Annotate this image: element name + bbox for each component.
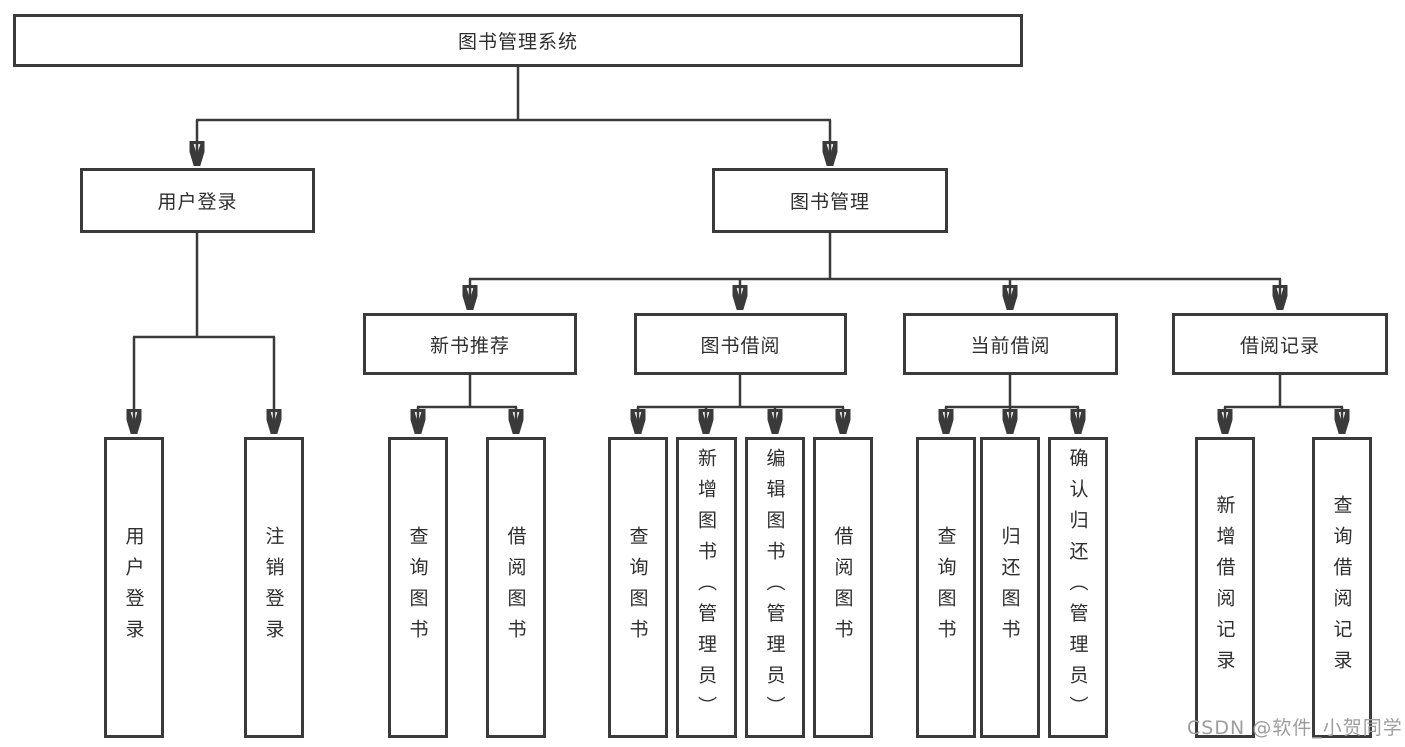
leaf-current-query-books: 查询图书 bbox=[916, 437, 976, 738]
leaf-borrow-add-books-admin: 新增图书（管理员） bbox=[676, 437, 737, 738]
node-book-management-branch: 图书管理 bbox=[712, 168, 948, 233]
leaf-borrow-edit-books-admin: 编辑图书（管理员） bbox=[745, 437, 805, 738]
node-user-login-branch: 用户登录 bbox=[80, 168, 315, 233]
node-new-book-recommendation: 新书推荐 bbox=[363, 313, 577, 375]
arrow-lines bbox=[134, 120, 1342, 434]
node-borrowing-records: 借阅记录 bbox=[1172, 313, 1388, 375]
node-current-borrowing: 当前借阅 bbox=[903, 313, 1118, 375]
leaf-records-query-borrow-record: 查询借阅记录 bbox=[1312, 437, 1372, 738]
node-library-management-system: 图书管理系统 bbox=[13, 14, 1023, 67]
leaf-user-login: 用户登录 bbox=[104, 437, 164, 738]
leaf-current-confirm-return-admin: 确认归还（管理员） bbox=[1048, 437, 1108, 738]
leaf-borrow-borrow-books: 借阅图书 bbox=[813, 437, 873, 738]
leaf-newbook-query-books: 查询图书 bbox=[388, 437, 448, 738]
node-book-borrowing: 图书借阅 bbox=[634, 313, 847, 375]
leaf-current-return-books: 归还图书 bbox=[980, 437, 1040, 738]
leaf-records-add-borrow-record: 新增借阅记录 bbox=[1195, 437, 1255, 738]
leaf-logout: 注销登录 bbox=[244, 437, 304, 738]
trunk-and-distributor-lines bbox=[133, 67, 1343, 409]
leaf-borrow-query-books: 查询图书 bbox=[608, 437, 668, 738]
watermark: CSDN @软件_小贺同学 bbox=[1187, 717, 1403, 739]
leaf-newbook-borrow-books: 借阅图书 bbox=[486, 437, 546, 738]
